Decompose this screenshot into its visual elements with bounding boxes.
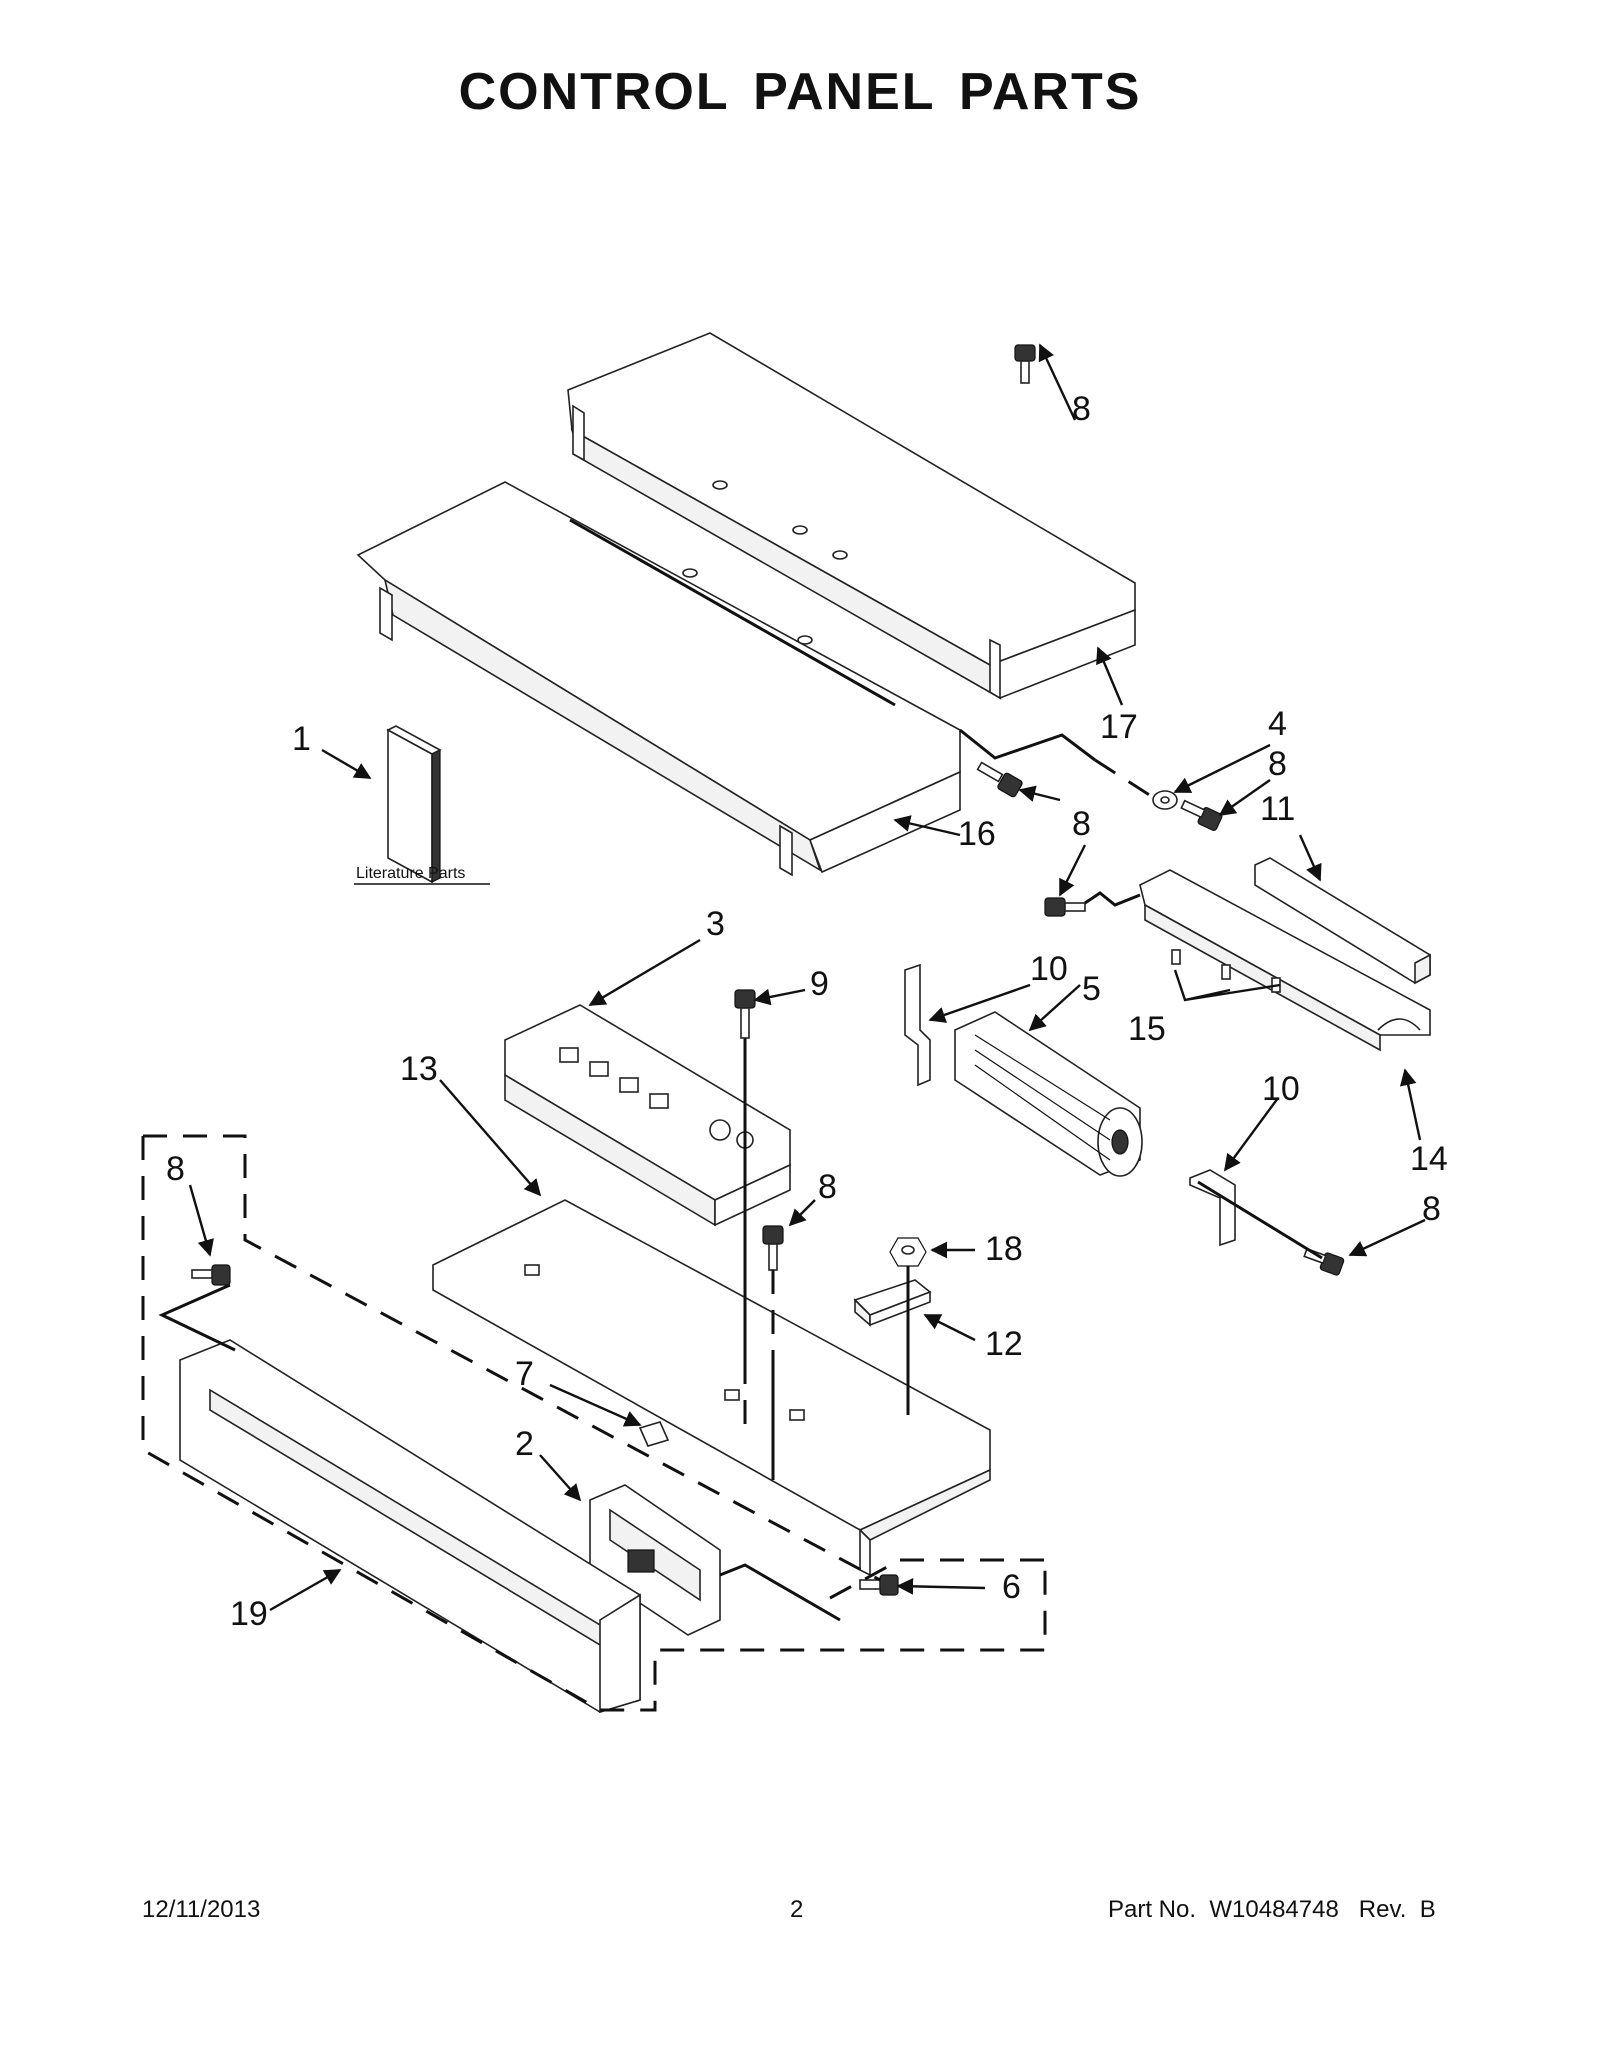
callout-5: 5 bbox=[1082, 970, 1101, 1008]
callout-8: 8 bbox=[1422, 1190, 1441, 1228]
callout-8: 8 bbox=[166, 1150, 185, 1188]
callout-1: 1 bbox=[292, 720, 311, 758]
screw-8-lower-right bbox=[1303, 1247, 1345, 1276]
callout-13: 13 bbox=[400, 1050, 438, 1088]
screw-8-top bbox=[1014, 344, 1036, 384]
callout-4: 4 bbox=[1268, 705, 1287, 743]
callout-10: 10 bbox=[1262, 1070, 1300, 1108]
callout-numbers: 8 17 4 8 11 8 16 1 3 9 10 5 15 13 10 14 … bbox=[166, 390, 1448, 1633]
assembly-boundary-left bbox=[141, 1134, 1047, 1712]
ground-wire-dashed bbox=[1094, 758, 1166, 807]
screw-8-cover bbox=[976, 761, 1023, 798]
callout-19: 19 bbox=[230, 1595, 268, 1633]
callout-8: 8 bbox=[1072, 805, 1091, 843]
callout-12: 12 bbox=[985, 1325, 1023, 1363]
bracket-guide bbox=[1197, 1180, 1323, 1260]
callout-11: 11 bbox=[1260, 790, 1295, 828]
part-12-terminal-block bbox=[853, 1279, 932, 1327]
part-7-clip bbox=[638, 1421, 670, 1447]
callout-17: 17 bbox=[1100, 708, 1138, 746]
screw-8-middle bbox=[762, 1225, 784, 1271]
assembly-boundary-right bbox=[829, 1558, 1045, 1600]
part-10-bracket-lower bbox=[1189, 1169, 1236, 1247]
part-3-control-board bbox=[504, 1004, 791, 1227]
part-16-lower-cover bbox=[356, 481, 961, 877]
screw-8-right bbox=[1180, 799, 1223, 831]
part-2-touch-board bbox=[589, 1484, 721, 1636]
callout-8: 8 bbox=[1072, 390, 1091, 428]
footer-date: 12/11/2013 bbox=[142, 1896, 261, 1923]
screw-9 bbox=[734, 989, 756, 1039]
footer-page-number: 2 bbox=[790, 1896, 804, 1923]
callout-8: 8 bbox=[1268, 745, 1287, 783]
callout-8: 8 bbox=[818, 1168, 837, 1206]
footer-part-number: Part No. W10484748 Rev. B bbox=[1108, 1896, 1436, 1923]
part-10-bracket-upper bbox=[904, 963, 931, 1087]
callout-15: 15 bbox=[1128, 1010, 1166, 1048]
callout-7: 7 bbox=[515, 1355, 534, 1393]
callout-6: 6 bbox=[1002, 1568, 1021, 1606]
page-title: CONTROL PANEL PARTS bbox=[458, 63, 1142, 121]
literature-label: Literature Parts bbox=[356, 865, 465, 882]
part-5-blower bbox=[954, 1011, 1143, 1177]
part-17-rear-cover bbox=[567, 332, 1136, 700]
callout-2: 2 bbox=[515, 1425, 534, 1463]
bracket-wire bbox=[1084, 891, 1141, 907]
ground-wire bbox=[959, 728, 1096, 762]
board-wire bbox=[719, 1563, 841, 1622]
screw-8-bracket bbox=[1044, 897, 1086, 917]
callout-18: 18 bbox=[985, 1230, 1023, 1268]
part-4-washer bbox=[1152, 790, 1178, 810]
leaders bbox=[188, 343, 1426, 1612]
part-11-strip bbox=[1254, 857, 1431, 985]
part-19-trim-panel bbox=[179, 1339, 641, 1714]
part-18-nut bbox=[889, 1237, 927, 1267]
trim-wire bbox=[158, 1283, 236, 1352]
part-13-base-panel bbox=[432, 1199, 991, 1577]
callout-16: 16 bbox=[958, 815, 996, 853]
screw-8-left bbox=[191, 1264, 231, 1286]
callout-9: 9 bbox=[810, 965, 829, 1003]
part-1-literature bbox=[386, 725, 442, 884]
callout-14: 14 bbox=[1410, 1140, 1448, 1178]
callout-10: 10 bbox=[1030, 950, 1068, 988]
part-14-bracket bbox=[1139, 869, 1431, 1052]
callout-3: 3 bbox=[706, 905, 725, 943]
